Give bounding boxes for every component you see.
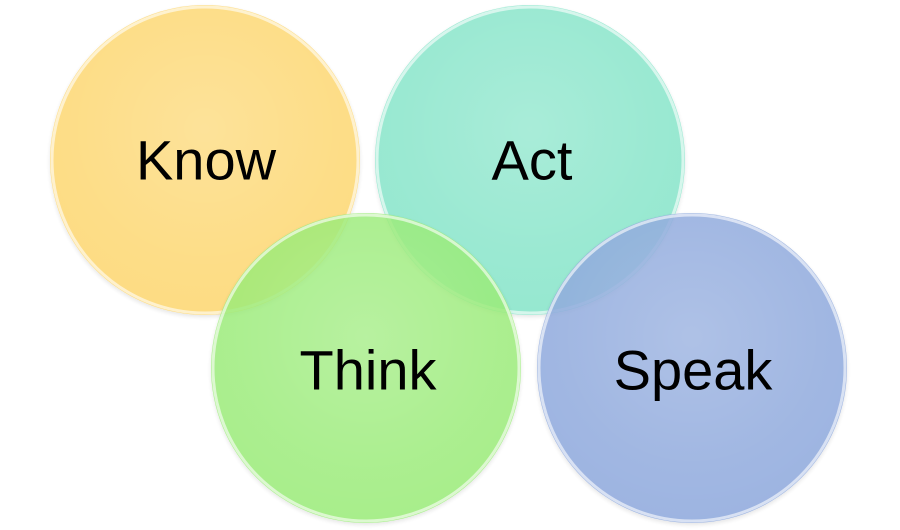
circle-act	[375, 5, 685, 315]
label-think: Think	[300, 339, 438, 402]
label-speak: Speak	[614, 339, 774, 402]
label-act: Act	[492, 129, 573, 192]
label-know: Know	[136, 129, 277, 192]
circle-speak	[537, 213, 847, 523]
circle-think	[211, 213, 521, 523]
